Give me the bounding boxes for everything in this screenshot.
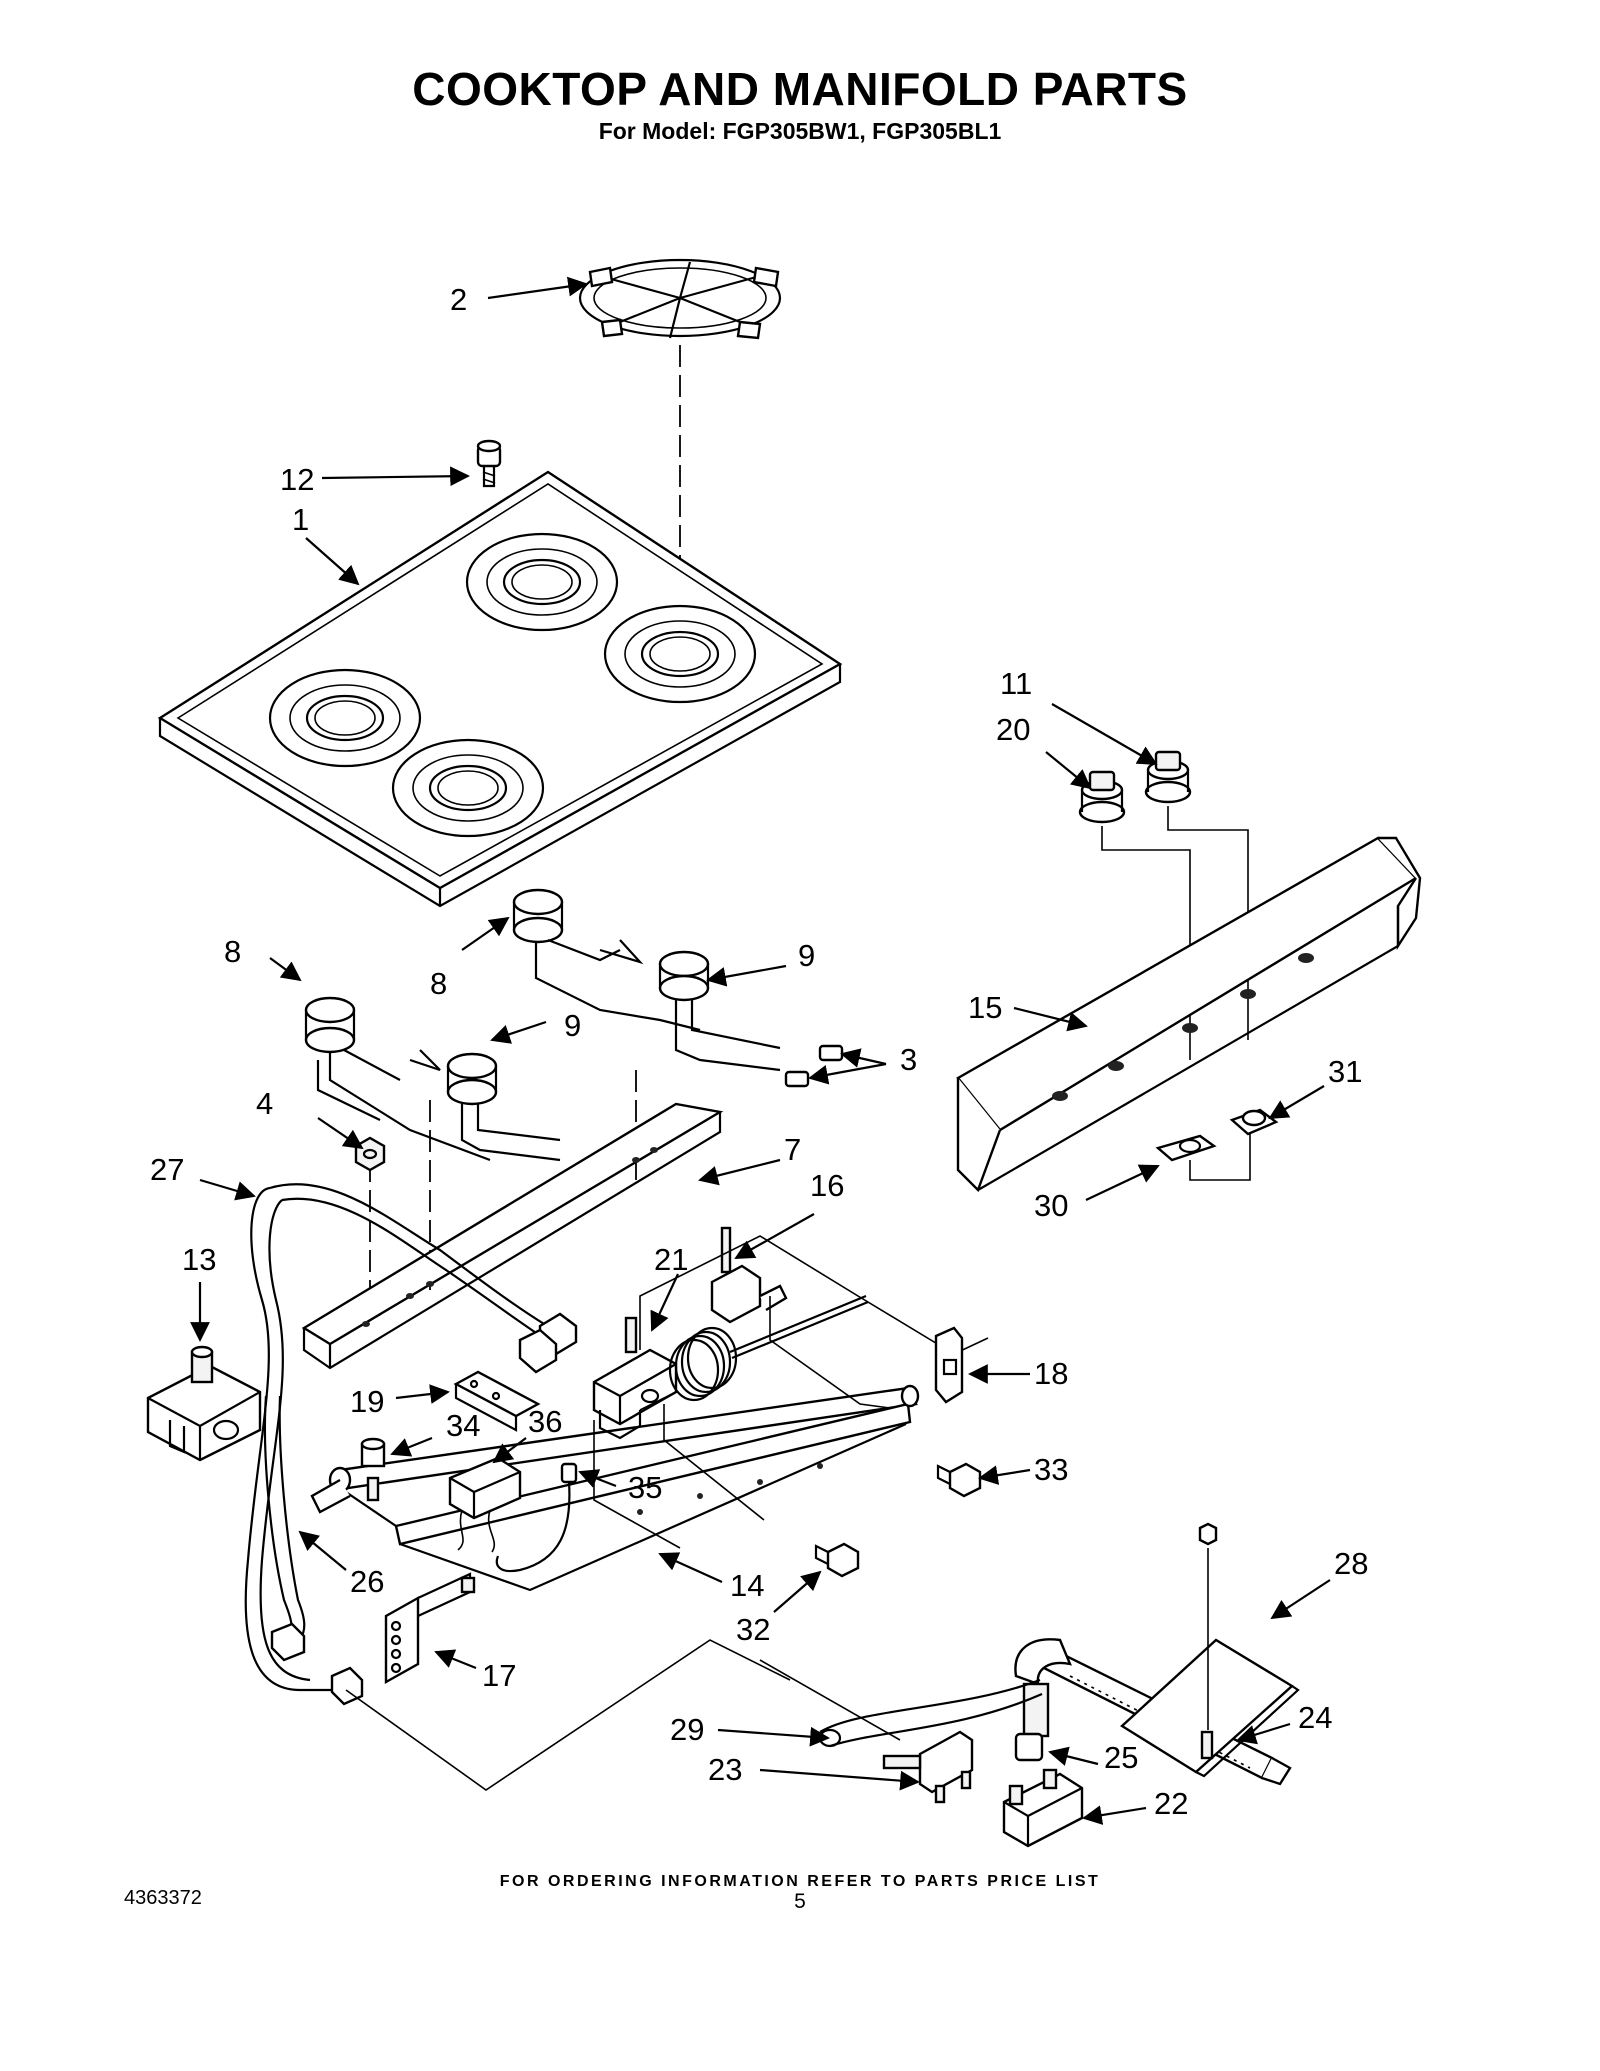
callout-22: 22 [1154,1786,1188,1821]
callout-13: 13 [182,1242,216,1277]
cooktop-screw [476,439,502,488]
callout-23: 23 [708,1752,742,1787]
model-subtitle: For Model: FGP305BW1, FGP305BL1 [598,118,1002,144]
cooktop-burner-ring [465,532,619,632]
ordering-note: FOR ORDERING INFORMATION REFER TO PARTS … [499,1873,1101,1890]
burner-grate [578,258,782,340]
callout-28: 28 [1334,1546,1368,1581]
oven-safety-valve [1002,1768,1084,1848]
mounting-bracket [384,1572,476,1685]
callout-36: 36 [528,1404,562,1439]
burner-venturi [1014,1638,1072,1762]
orifice-fitting [784,1044,844,1088]
callout-1: 1 [292,502,309,537]
callout-25: 25 [1104,1740,1138,1775]
control-knob [1144,750,1192,804]
burner-baffle [1120,1522,1300,1778]
oven-orifice-holder [882,1730,974,1804]
callout-8-right: 8 [430,966,447,1001]
callout-17: 17 [482,1658,516,1693]
manifold-bracket [301,1102,724,1370]
callout-19: 19 [350,1384,384,1419]
callout-30: 30 [1034,1188,1068,1223]
document-number: 4363372 [124,1887,202,1909]
callout-18: 18 [1034,1356,1068,1391]
surface-burner [409,1049,561,1162]
callout-leaders [190,276,1331,1825]
hex-screw [936,1462,982,1498]
surface-burner [599,939,781,1072]
control-panel [956,836,1422,1193]
callout-4: 4 [256,1086,273,1121]
valve-bracket [934,1326,964,1404]
callout-3: 3 [900,1042,917,1077]
callout-14: 14 [730,1568,764,1603]
manifold-stub [310,1476,380,1514]
callout-26: 26 [350,1564,384,1599]
panel-clip-grommet [1229,1108,1279,1136]
igniter-wire [495,1462,578,1573]
cooktop-burner-ring [391,738,545,838]
cooktop-burner-ring [603,604,757,704]
callout-31: 31 [1328,1054,1362,1089]
callout-27: 27 [150,1152,184,1187]
cooktop-burner-ring [268,668,422,768]
valve-gas-tube [263,1395,293,1641]
callout-9-right: 9 [798,938,815,973]
panel-clip [1155,1134,1217,1162]
safety-valve [710,1226,788,1324]
page-title: COOKTOP AND MANIFOLD PARTS [412,63,1188,115]
hex-screw [814,1542,860,1578]
pressure-regulator [146,1345,262,1462]
callout-34: 34 [446,1408,480,1443]
callout-35: 35 [628,1470,662,1505]
callout-11: 11 [1000,666,1032,701]
bushing [360,1437,386,1468]
gas-supply-tube [244,1186,346,1692]
callout-16: 16 [810,1168,844,1203]
callout-33: 33 [1034,1452,1068,1487]
callout-9-left: 9 [564,1008,581,1043]
tube-fitting [518,1312,578,1374]
cooktop-panel [157,470,843,908]
thermostat-capillary-coil [668,1294,869,1402]
tube-fitting [330,1666,364,1706]
callout-21: 21 [654,1242,688,1277]
callout-32: 32 [736,1612,770,1647]
hex-nut [354,1136,386,1172]
callout-12: 12 [280,462,314,497]
callout-20: 20 [996,712,1030,747]
callout-2: 2 [450,282,467,317]
page-number: 5 [794,1890,806,1913]
tube-fitting [270,1622,306,1662]
callout-29: 29 [670,1712,704,1747]
callout-7: 7 [784,1132,801,1167]
small-bracket [453,1370,541,1432]
callout-labels: 2 12 1 11 20 15 31 30 8 8 9 9 3 4 27 7 1… [150,282,1368,1821]
callout-24: 24 [1298,1700,1332,1735]
surface-burner [304,996,491,1162]
callout-8-left: 8 [224,934,241,969]
callout-15: 15 [968,990,1002,1025]
control-knob [1078,770,1126,824]
